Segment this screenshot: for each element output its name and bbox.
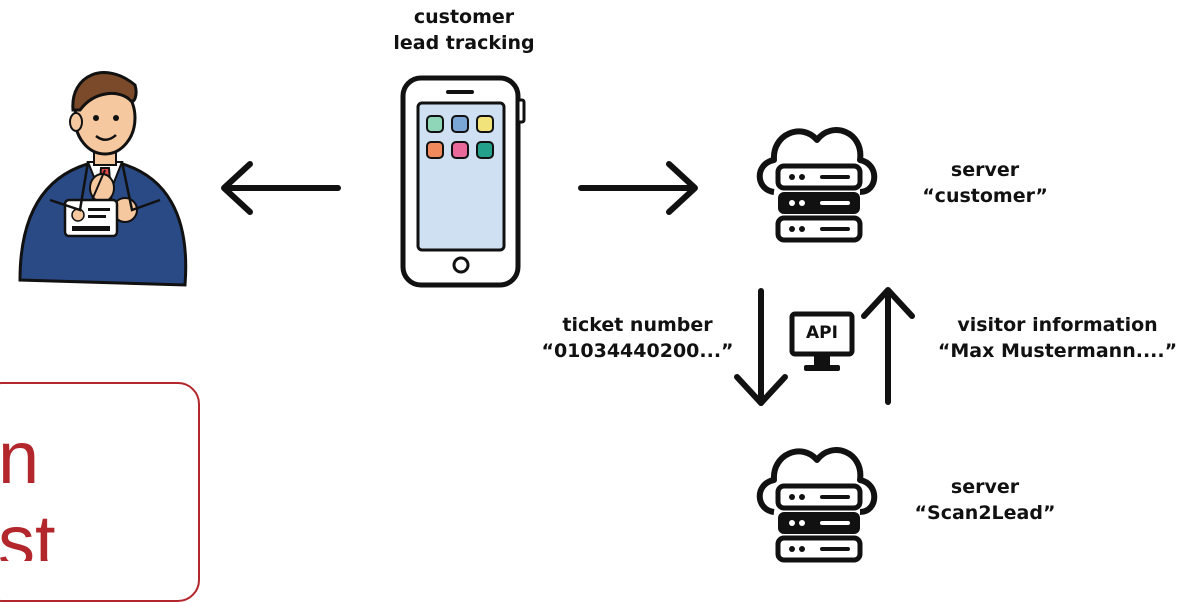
person-with-badge-illustration <box>18 71 188 287</box>
server-customer-label: server “customer” <box>905 157 1065 209</box>
ticket-line2: “01034440200...” <box>541 340 734 362</box>
cropped-red-text-line1: n <box>0 416 40 499</box>
ticket-number-label: ticket number “01034440200...” <box>525 312 750 364</box>
arrow-left-icon <box>221 161 341 215</box>
visitor-information-label: visitor information “Max Mustermann....” <box>925 312 1190 364</box>
phone-label-line2: lead tracking <box>393 32 535 54</box>
cloud-server-customer-icon <box>756 127 878 243</box>
api-label: API <box>806 323 838 343</box>
arrow-up-icon <box>861 287 915 405</box>
server-customer-line2: “customer” <box>922 185 1048 207</box>
phone-label: customer lead tracking <box>364 4 564 56</box>
arrow-right-icon <box>578 161 698 215</box>
arrow-down-icon <box>734 288 788 406</box>
api-monitor-icon <box>789 311 855 371</box>
cloud-server-scan2lead-icon <box>756 447 878 563</box>
smartphone-icon <box>400 75 526 288</box>
phone-label-line1: customer <box>413 6 515 28</box>
server-scan2lead-label: server “Scan2Lead” <box>905 474 1065 526</box>
server-scan2lead-line2: “Scan2Lead” <box>914 502 1056 524</box>
server-customer-line1: server <box>950 159 1020 181</box>
visitor-line2: “Max Mustermann....” <box>937 340 1178 362</box>
ticket-line1: ticket number <box>562 314 713 336</box>
server-scan2lead-line1: server <box>950 476 1020 498</box>
cropped-red-text-line2: st <box>0 500 56 561</box>
cropped-red-text: n st <box>0 416 198 561</box>
visitor-line1: visitor information <box>957 314 1158 336</box>
